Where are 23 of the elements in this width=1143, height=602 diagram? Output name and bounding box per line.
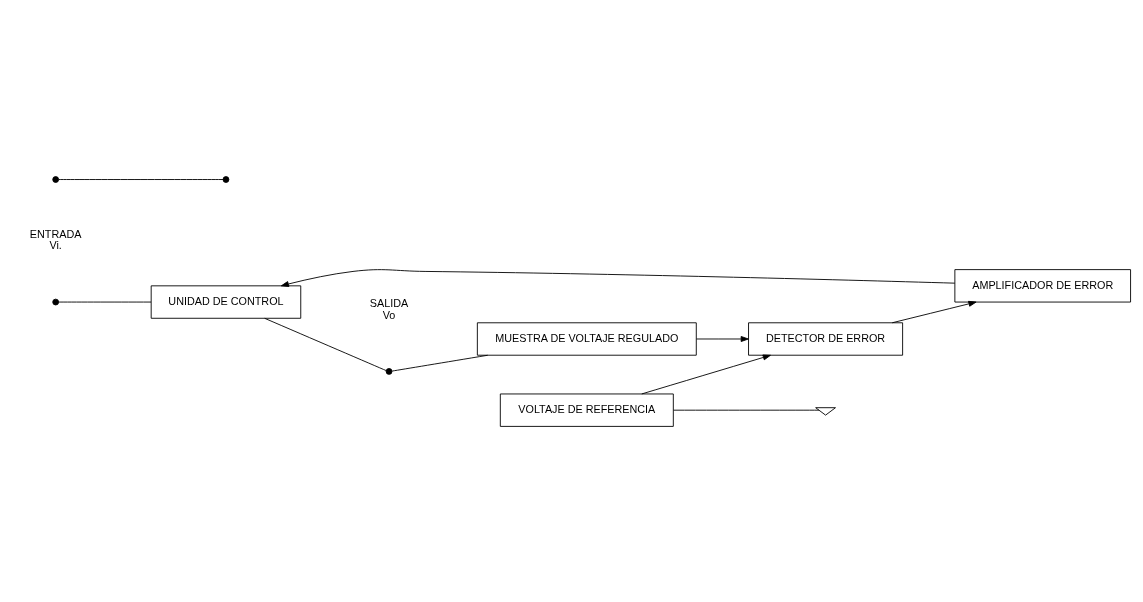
- arrow: [280, 268, 956, 287]
- connector: [391, 354, 489, 371]
- node-label: SALIDA: [369, 296, 409, 309]
- node-box: UNIDAD DE CONTROL: [150, 284, 302, 319]
- arrow: [891, 300, 977, 323]
- node-label: ENTRADA: [29, 227, 82, 240]
- node-box: AMPLIFICADOR DE ERROR: [954, 268, 1131, 302]
- connector: [58, 301, 152, 302]
- node-label: Vo: [382, 308, 396, 321]
- node-label: Vi.: [49, 238, 62, 251]
- node-circle: [222, 175, 230, 183]
- connector: [264, 317, 387, 371]
- arrow: [641, 354, 771, 394]
- arrow: [696, 335, 749, 342]
- connector: [673, 409, 820, 411]
- node-circle: [52, 298, 60, 305]
- node-box: VOLTAJE DE REFERENCIA: [499, 393, 674, 427]
- node-box: MUESTRA DE VOLTAJE REGULADO: [476, 321, 697, 356]
- node-box: DETECTOR DE ERROR: [748, 321, 904, 356]
- node-ground: [815, 406, 836, 416]
- connector: [58, 178, 224, 180]
- node-circle: [385, 367, 393, 375]
- node-circle: [52, 175, 60, 183]
